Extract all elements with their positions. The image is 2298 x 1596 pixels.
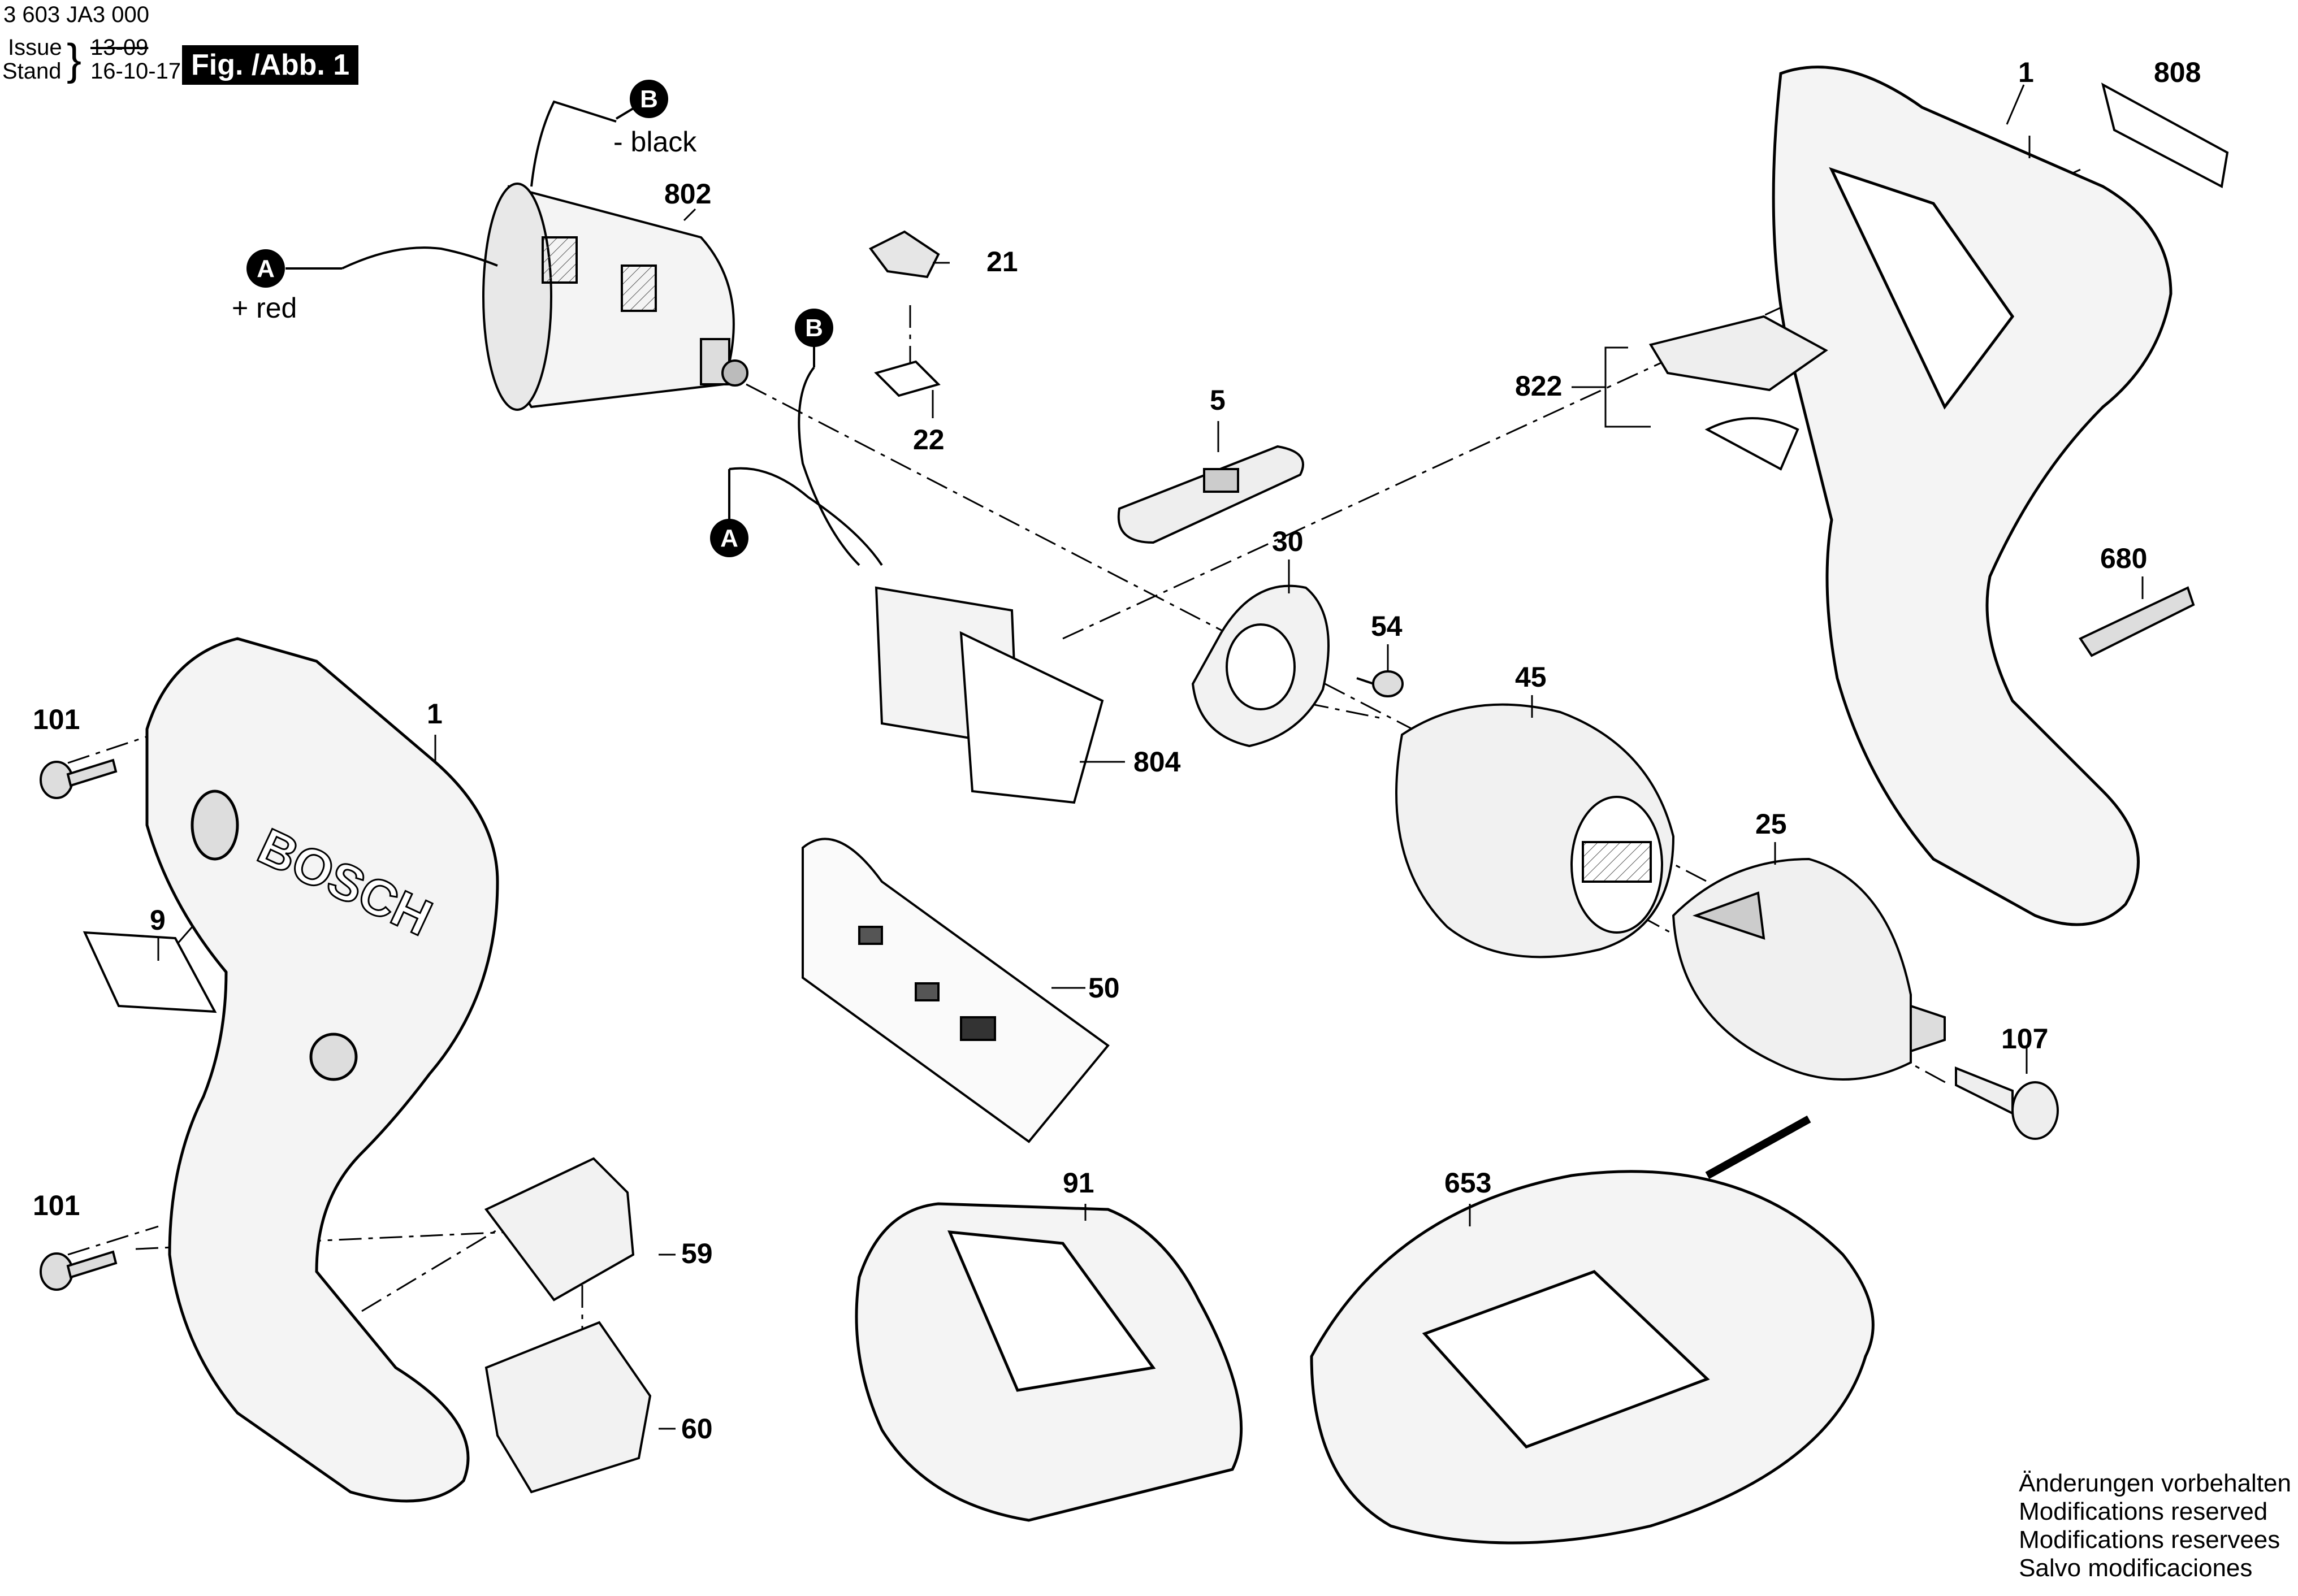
issue-label: Issue: [8, 35, 62, 60]
label-808: 808: [2154, 57, 2201, 88]
part-50-pcb: [802, 838, 1110, 1143]
label-101-upper: 101: [33, 704, 80, 735]
label-54: 54: [1371, 610, 1403, 642]
label-1-right: 1: [2018, 57, 2034, 88]
part-822-selector: [1648, 315, 1828, 471]
label-1-left: 1: [427, 698, 443, 730]
label-60: 60: [681, 1413, 713, 1445]
label-653: 653: [1444, 1167, 1491, 1199]
wire-tag-b-top-letter: B: [640, 85, 658, 113]
wire-tag-a-mid: A: [710, 469, 748, 557]
stand-label: Stand: [2, 59, 62, 84]
housing-right-half: [1772, 66, 2173, 926]
label-22: 22: [913, 424, 945, 456]
label-59: 59: [681, 1238, 713, 1269]
label-21: 21: [986, 246, 1018, 277]
issue-old-date: 13-09: [90, 35, 149, 60]
part-804-switch: [875, 586, 1104, 804]
label-45: 45: [1515, 661, 1547, 693]
part-107-screw: [1955, 1066, 2059, 1140]
label-804: 804: [1133, 746, 1181, 778]
part-91-battery: [855, 1202, 1243, 1522]
part-45-gearbox: [1395, 703, 1675, 959]
wire-tag-b-top: B - black: [613, 80, 697, 158]
part-808-label: [2101, 83, 2229, 189]
part-101-screw-upper: [40, 758, 118, 799]
label-107: 107: [2001, 1023, 2048, 1055]
label-101-lower: 101: [33, 1190, 80, 1221]
issue-brace: }: [67, 34, 82, 84]
label-91: 91: [1063, 1167, 1094, 1199]
motor-wires: [341, 100, 883, 566]
part-101-screw-lower: [40, 1250, 118, 1291]
wire-b-color: - black: [613, 126, 697, 158]
label-5: 5: [1210, 384, 1226, 416]
label-50: 50: [1088, 972, 1120, 1004]
figure-label: Fig. /Abb. 1: [182, 45, 359, 85]
modifications-note: Änderungen vorbehalten Modifications res…: [2019, 1469, 2291, 1582]
document-number: 3 603 JA3 000: [3, 2, 149, 27]
part-21-cap: [868, 230, 940, 279]
part-60-contacts: [484, 1321, 652, 1494]
housing-left-half: BOSCH: [145, 637, 499, 1503]
motor: [482, 183, 748, 411]
label-25: 25: [1755, 808, 1787, 840]
note-line-es: Salvo modificaciones: [2019, 1554, 2253, 1582]
note-line-de: Änderungen vorbehalten: [2019, 1469, 2291, 1497]
leader-lines: [157, 84, 2144, 1430]
issue-date: 16-10-17: [90, 59, 181, 84]
part-number-labels: 802 21 22 5 30 54 45 25 107 804 50 1 808…: [33, 57, 2201, 1445]
part-680-bit: [2079, 586, 2195, 657]
note-line-fr: Modifications reservees: [2019, 1526, 2280, 1554]
part-5-slider: [1117, 445, 1304, 544]
label-30: 30: [1272, 526, 1304, 557]
wire-tag-a-mid-letter: A: [720, 524, 738, 552]
wire-tag-b-mid-letter: B: [805, 314, 823, 342]
part-30-ring: [1191, 584, 1330, 748]
wire-tag-b-mid: B: [795, 309, 833, 367]
wire-tag-a-left: A + red: [232, 249, 342, 324]
wire-a-color: + red: [232, 292, 297, 324]
part-9-label: [83, 931, 217, 1013]
part-25-chuck: [1672, 857, 1946, 1081]
label-822: 822: [1515, 370, 1562, 402]
part-59-cover: [484, 1157, 635, 1302]
note-line-en: Modifications reserved: [2019, 1498, 2268, 1525]
part-653-charger: [1310, 1115, 1875, 1545]
label-9: 9: [150, 904, 166, 936]
wire-tag-a-left-letter: A: [257, 255, 275, 283]
label-802: 802: [664, 178, 711, 210]
label-680: 680: [2100, 543, 2147, 574]
part-54-screw: [1356, 670, 1404, 697]
part-22-sensor: [874, 360, 941, 397]
